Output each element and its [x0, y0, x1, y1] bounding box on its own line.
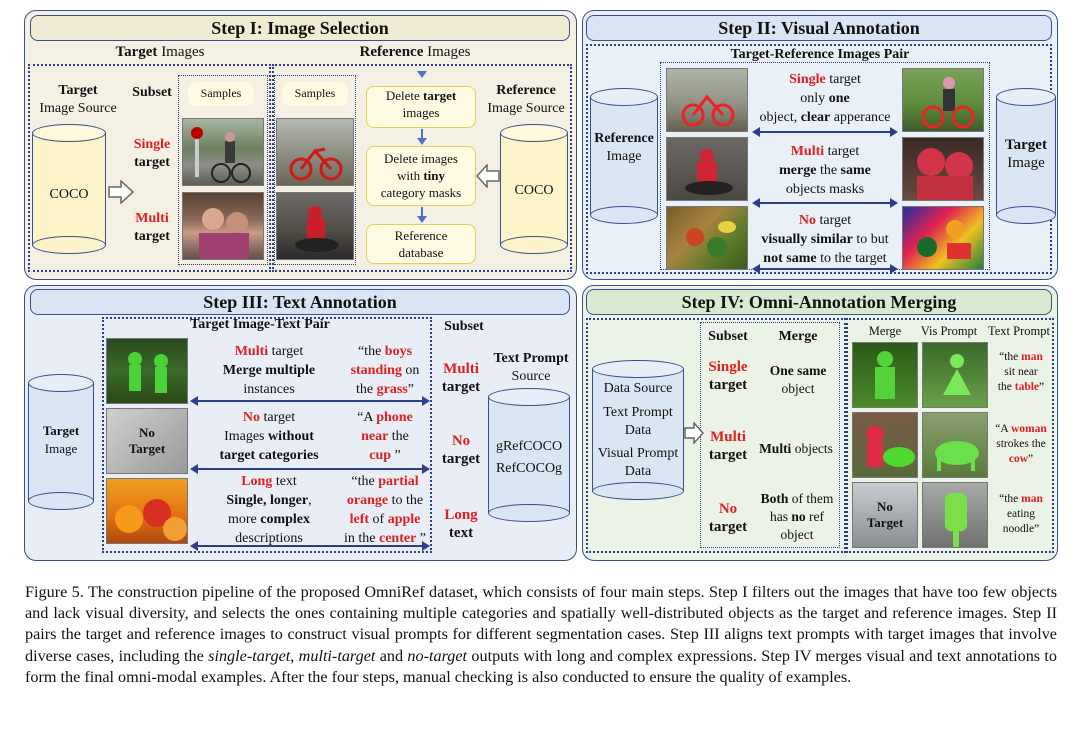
pair-ref-image-2: [666, 137, 748, 201]
step4-arrow-right-icon: [684, 422, 704, 444]
step3-double-arrow-2: [192, 468, 428, 470]
target-image-text-pair-title: Target Image-Text Pair: [160, 316, 360, 334]
sample-image-hug: [182, 192, 264, 260]
step4-merge-header: Merge: [758, 328, 838, 346]
pair-ref-image-3: [666, 206, 748, 270]
down-arrow-1: [421, 129, 423, 143]
step4-title: Step IV: Omni-Annotation Merging: [586, 289, 1052, 315]
samples-label-target: Samples: [188, 82, 254, 106]
step3-subset-label: Subset: [436, 318, 492, 336]
coco-reference-cylinder: COCO: [500, 124, 568, 254]
merge-image-2: [852, 412, 918, 478]
target-images-heading: Target Images: [90, 43, 230, 61]
vis-prompt-image-1: [922, 342, 988, 408]
pair-ref-image-1: [666, 68, 748, 132]
col-header-merge: Merge: [852, 322, 918, 340]
coco-target-cylinder: COCO: [32, 124, 106, 254]
arrow-left-icon: [476, 164, 500, 188]
arrow-right-icon: [108, 180, 134, 204]
step4-merge-multi: Multi objects: [750, 440, 842, 458]
down-arrow-2: [421, 207, 423, 221]
vis-prompt-image-2: [922, 412, 988, 478]
double-arrow-row2: [754, 202, 896, 204]
step3-double-arrow-1: [192, 400, 428, 402]
col-header-vis-prompt: Vis Prompt: [914, 322, 984, 340]
pair-target-image-3: [902, 206, 984, 270]
sample-image-scooter: [276, 192, 354, 260]
sample-image-cyclist: [182, 118, 264, 186]
pair-target-image-2: [902, 137, 984, 201]
reference-images-heading: Reference Images: [330, 43, 500, 61]
subset-label: Subset: [124, 84, 180, 102]
step3-image-oranges: [106, 478, 188, 544]
sample-image-red-bicycle: [276, 118, 354, 186]
double-arrow-row1: [754, 131, 896, 133]
step1-title: Step I: Image Selection: [30, 15, 570, 41]
double-arrow-row3: [754, 268, 896, 270]
step2-title: Step II: Visual Annotation: [586, 15, 1052, 41]
merge-image-1: [852, 342, 918, 408]
figure-caption: Figure 5. The construction pipeline of t…: [25, 582, 1057, 688]
pair-target-image-1: [902, 68, 984, 132]
step4-subset-header: Subset: [702, 328, 754, 346]
vis-prompt-image-3: [922, 482, 988, 548]
col-header-text-prompt: Text Prompt: [984, 322, 1054, 340]
step3-image-boys: [106, 338, 188, 404]
samples-label-reference: Samples: [282, 82, 348, 106]
step3-title: Step III: Text Annotation: [30, 289, 570, 315]
